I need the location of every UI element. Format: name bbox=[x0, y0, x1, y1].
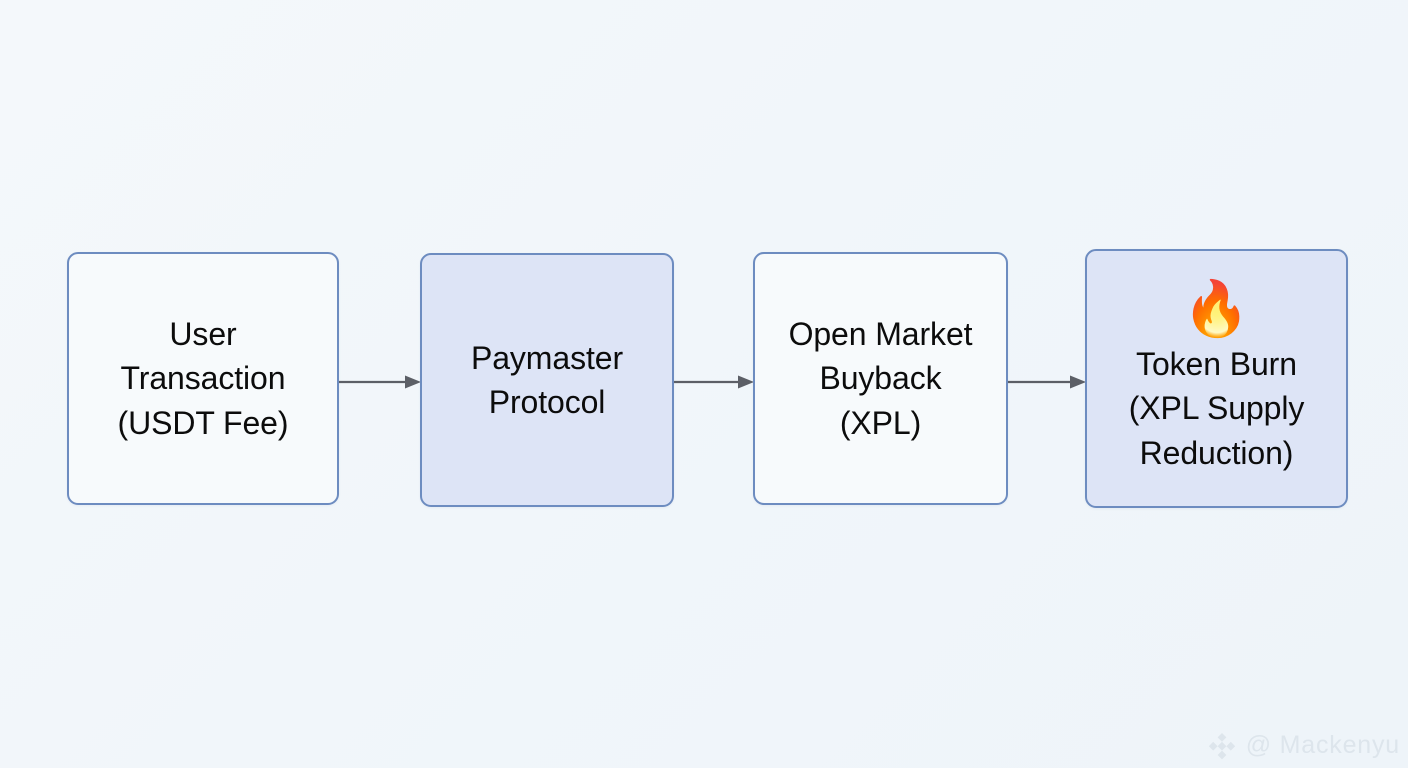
flow-node-line: (XPL Supply bbox=[1128, 390, 1305, 427]
flow-node-line: Token Burn bbox=[1136, 346, 1297, 383]
arrow-user-to-paymaster bbox=[339, 375, 421, 389]
flow-node-line: Open Market bbox=[788, 316, 973, 353]
flow-node-open-market-buyback[interactable]: Open Market Buyback (XPL) bbox=[753, 252, 1008, 505]
flow-node-user-transaction[interactable]: User Transaction (USDT Fee) bbox=[67, 252, 339, 505]
arrow-paymaster-to-buyback bbox=[674, 375, 754, 389]
flow-node-line: Paymaster bbox=[470, 339, 624, 376]
flow-node-line: (XPL) bbox=[839, 404, 922, 441]
fire-icon: 🔥 bbox=[1182, 279, 1251, 340]
flow-node-paymaster-protocol[interactable]: Paymaster Protocol bbox=[420, 253, 674, 507]
flow-node-line: User bbox=[169, 316, 237, 353]
flow-node-line: Reduction) bbox=[1139, 434, 1294, 471]
diamond-logo-icon bbox=[1207, 730, 1237, 760]
arrow-buyback-to-burn bbox=[1008, 375, 1086, 389]
watermark-handle: @ Mackenyu bbox=[1245, 730, 1400, 759]
flow-node-line: Transaction bbox=[120, 360, 286, 397]
flow-node-token-burn[interactable]: 🔥 Token Burn (XPL Supply Reduction) bbox=[1085, 249, 1348, 508]
flow-node-line: Protocol bbox=[488, 384, 606, 420]
flow-node-line: (USDT Fee) bbox=[117, 404, 289, 441]
watermark: @ Mackenyu bbox=[1207, 730, 1400, 760]
flow-node-line: Buyback bbox=[819, 360, 942, 397]
